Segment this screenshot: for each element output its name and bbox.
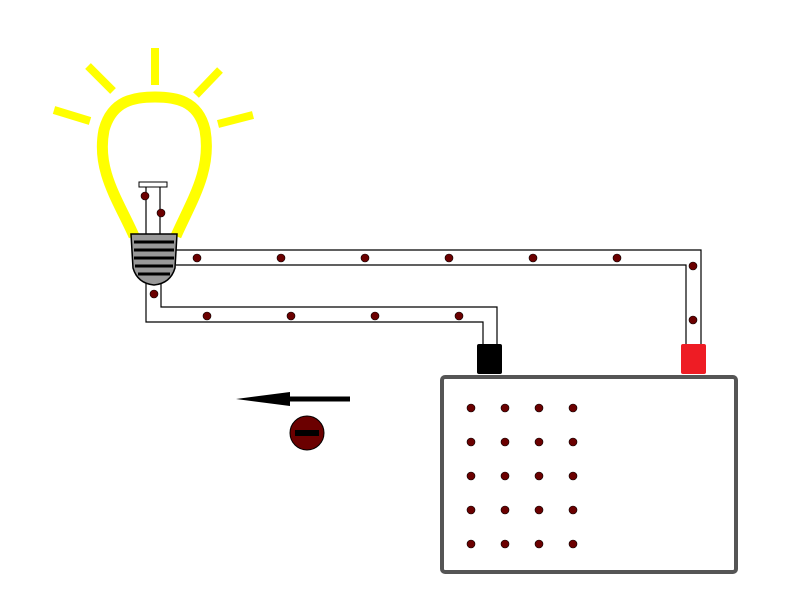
left-arrow-icon [236, 392, 350, 406]
electron [466, 437, 476, 447]
ray [52, 106, 92, 125]
bulb-glass [96, 91, 212, 239]
electron [500, 437, 510, 447]
ray [85, 63, 116, 94]
battery-body [440, 375, 738, 574]
electron [688, 261, 698, 271]
electron [500, 471, 510, 481]
wires [145, 249, 702, 346]
ray [217, 111, 254, 128]
electron [286, 311, 296, 321]
filament [138, 181, 168, 236]
battery-negative-terminal [477, 344, 502, 374]
electron [466, 505, 476, 515]
electron [534, 539, 544, 549]
electron [466, 403, 476, 413]
electron [360, 253, 370, 263]
minus-circle-icon [289, 415, 325, 451]
electron [534, 437, 544, 447]
electron [528, 253, 538, 263]
electron [500, 505, 510, 515]
electron [466, 471, 476, 481]
electron [444, 253, 454, 263]
electron [202, 311, 212, 321]
electron [534, 403, 544, 413]
electron [156, 208, 166, 218]
electron [140, 191, 150, 201]
electron [534, 505, 544, 515]
wire-positive [176, 249, 702, 346]
electron [612, 253, 622, 263]
electron [568, 505, 578, 515]
electron [370, 311, 380, 321]
ray [193, 67, 223, 98]
electron [149, 289, 159, 299]
electrons [140, 191, 698, 549]
electron [466, 539, 476, 549]
electron [568, 539, 578, 549]
electron [534, 471, 544, 481]
electron [500, 403, 510, 413]
electron [568, 471, 578, 481]
bulb-base [130, 233, 178, 286]
electron [568, 403, 578, 413]
light-rays [52, 48, 254, 128]
electron [192, 253, 202, 263]
electron [568, 437, 578, 447]
electron [688, 315, 698, 325]
electron [500, 539, 510, 549]
electron [276, 253, 286, 263]
electron [454, 311, 464, 321]
wire-negative [145, 280, 498, 346]
battery-positive-terminal [681, 344, 706, 374]
